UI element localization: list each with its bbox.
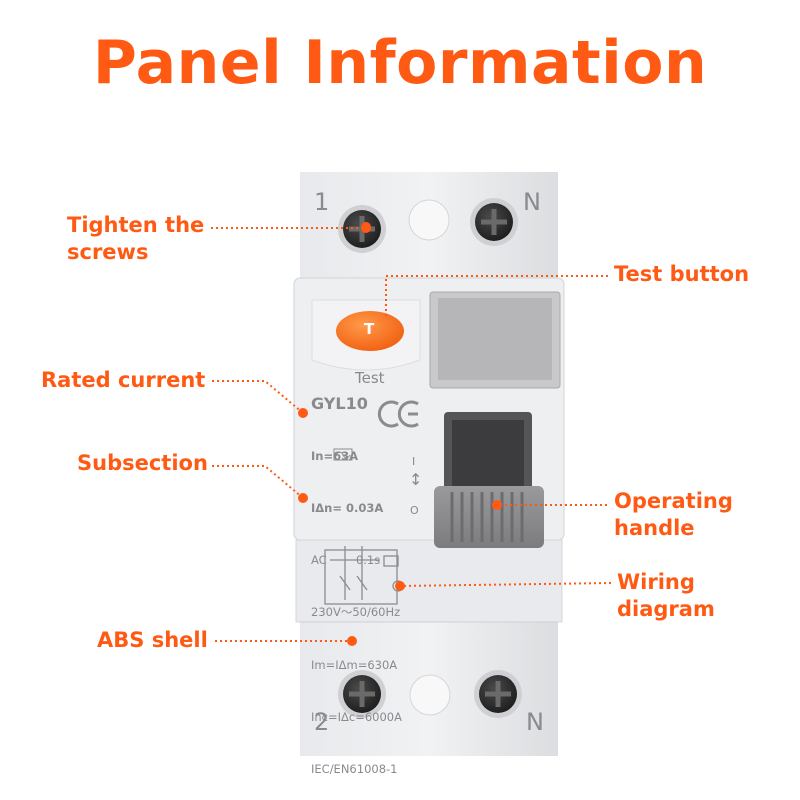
screw-bottom-left: [338, 670, 386, 718]
handle-off-mark: O: [410, 504, 419, 517]
spec-line: AC 0.1s: [311, 553, 381, 568]
callout-line: screws: [67, 240, 149, 264]
indicator-window-top: [408, 199, 450, 241]
terminal-top-right-label: N: [523, 188, 541, 216]
callout-line: handle: [614, 516, 695, 540]
handle-arrow-icon: ↕: [409, 470, 423, 489]
page-title: Panel Information: [92, 28, 708, 98]
wiring-diagram-schematic: [324, 546, 404, 605]
ce-mark-shape: [377, 400, 419, 428]
test-button: [336, 311, 404, 351]
terminal-bottom-right-label: N: [526, 708, 544, 736]
callout-operating-handle: Operating handle: [614, 488, 733, 542]
spec-line: 230V～50/60Hz: [311, 605, 401, 620]
callout-line: Operating: [614, 489, 733, 513]
terminal-top-left-label: 1: [314, 188, 330, 216]
spec-line: IΔn= 0.03A: [311, 501, 384, 516]
callout-line: Wiring: [617, 570, 695, 594]
screw-bottom-right: [474, 670, 522, 718]
test-button-glyph: T: [364, 320, 375, 338]
test-label: Test: [355, 369, 385, 387]
spec-line: Inc=IΔc=6000A: [311, 709, 402, 724]
spec-line: In=63A: [311, 448, 359, 463]
indicator-window-bottom: [409, 674, 451, 716]
lower-section: [295, 539, 563, 623]
callout-test-button: Test button: [614, 262, 750, 286]
screw-top-left: [338, 205, 386, 253]
callout-rated-current: Rated current: [41, 368, 206, 392]
callout-line: Tighten the: [67, 213, 205, 237]
handle-on-mark: I: [412, 455, 416, 468]
callout-wiring-diagram: Wiring diagram: [617, 569, 715, 623]
callout-subsection: Subsection: [77, 451, 208, 475]
spec-line: Im=IΔm=630A: [311, 657, 398, 672]
callout-tighten-screws: Tighten the screws: [67, 212, 204, 266]
spec-line: IEC/EN61008-1: [311, 762, 398, 777]
callout-abs-shell: ABS shell: [97, 628, 208, 652]
callout-line: diagram: [617, 597, 715, 621]
spec-lines: In=63A IΔn= 0.03A AC 0.1s 230V～50/60Hz I…: [311, 413, 402, 796]
screw-top-right: [470, 198, 518, 246]
model-label: GYL10: [311, 394, 368, 413]
terminal-bottom-left-label: 2: [314, 708, 330, 736]
